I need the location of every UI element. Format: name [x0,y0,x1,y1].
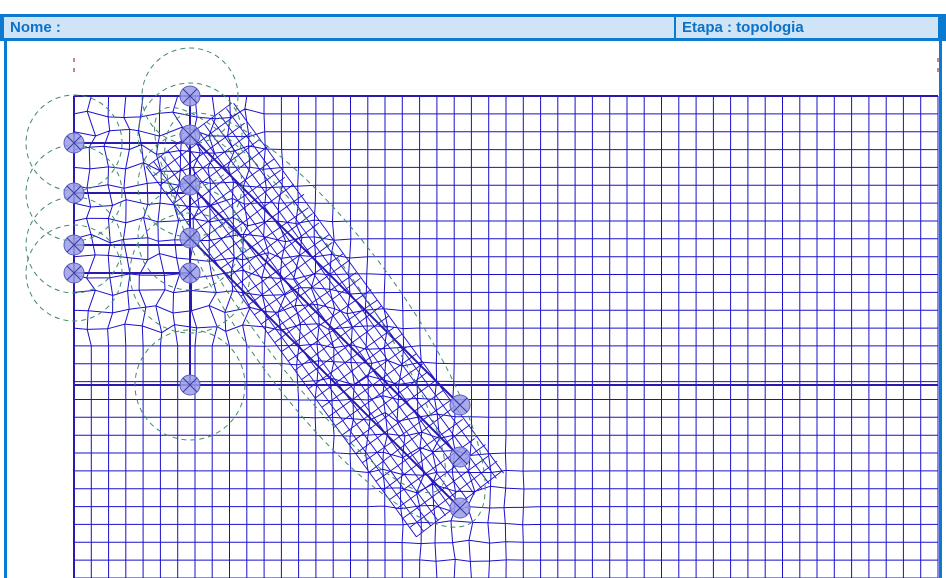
node-cross-icon [452,449,468,465]
stage-field: Etapa : topologia [676,17,938,38]
name-field[interactable]: Nome : [4,17,674,38]
influence-zone-icon [25,224,123,322]
mesh-canvas[interactable] [7,41,939,578]
node-cross-icon [452,500,468,516]
influence-zone-icon [129,212,251,334]
header-bar: Nome : Etapa : topologia [0,14,946,41]
mesh-canvas-area[interactable] [4,41,942,578]
node-cross-icon [182,127,198,143]
node-cross-icon [182,377,198,393]
influence-zone-icon [164,112,486,528]
node-cross-icon [452,397,468,413]
node-cross-icon [66,135,82,151]
influence-zone-icon [134,329,246,441]
node-cross-icon [66,185,82,201]
node-cross-icon [182,265,198,281]
node-cross-icon [66,265,82,281]
node-cross-icon [182,88,198,104]
influence-zone-icon [154,106,446,494]
node-cross-icon [182,230,198,246]
node-cross-icon [182,177,198,193]
node-cross-icon [66,237,82,253]
